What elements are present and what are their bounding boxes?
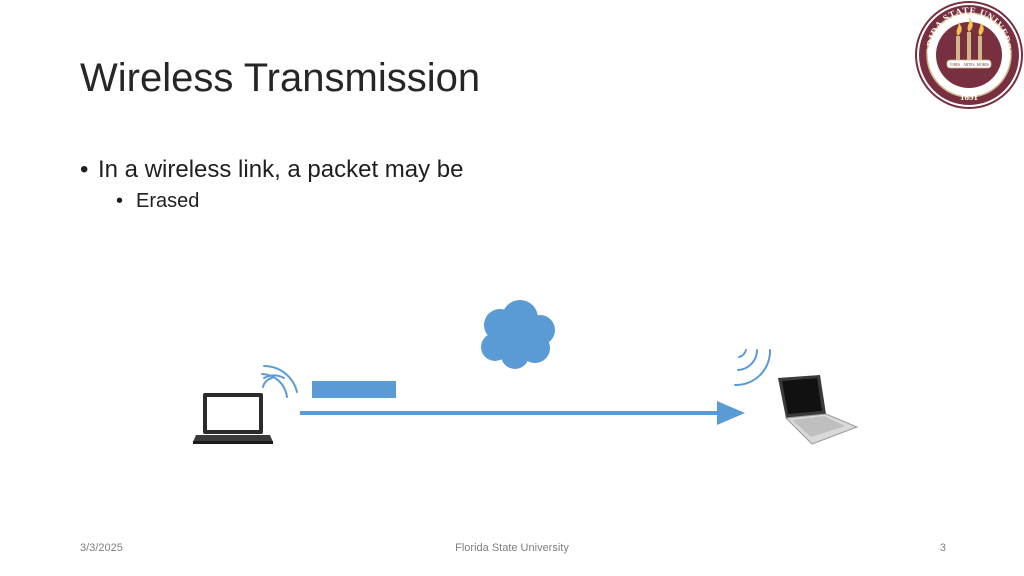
seal-banner-word: MORES [977, 63, 989, 67]
sender-laptop-icon [193, 393, 273, 444]
sender-signal-icon [261, 365, 298, 398]
footer-organization: Florida State University [455, 542, 569, 554]
slide-title: Wireless Transmission [80, 56, 481, 100]
cloud-icon [481, 300, 555, 369]
seal-banner-word: VIRES [950, 63, 960, 67]
packet-block [312, 381, 396, 398]
university-seal-logo: FLORIDA STATE UNIVERSITY VIRES ARTES MOR… [914, 0, 1023, 109]
torches-icon [956, 17, 984, 62]
bullet-item: In a wireless link, a packet may be [80, 156, 464, 184]
seal-year: 1851 [960, 92, 979, 102]
bullet-list: In a wireless link, a packet may be Eras… [80, 156, 464, 213]
receiver-signal-icon [734, 349, 772, 387]
receiver-laptop-icon [778, 375, 859, 445]
footer-date: 3/3/2025 [80, 542, 123, 554]
slide-number: 3 [939, 542, 946, 554]
sub-bullet-item: Erased [116, 190, 464, 213]
seal-banner-word: ARTES [963, 63, 974, 67]
